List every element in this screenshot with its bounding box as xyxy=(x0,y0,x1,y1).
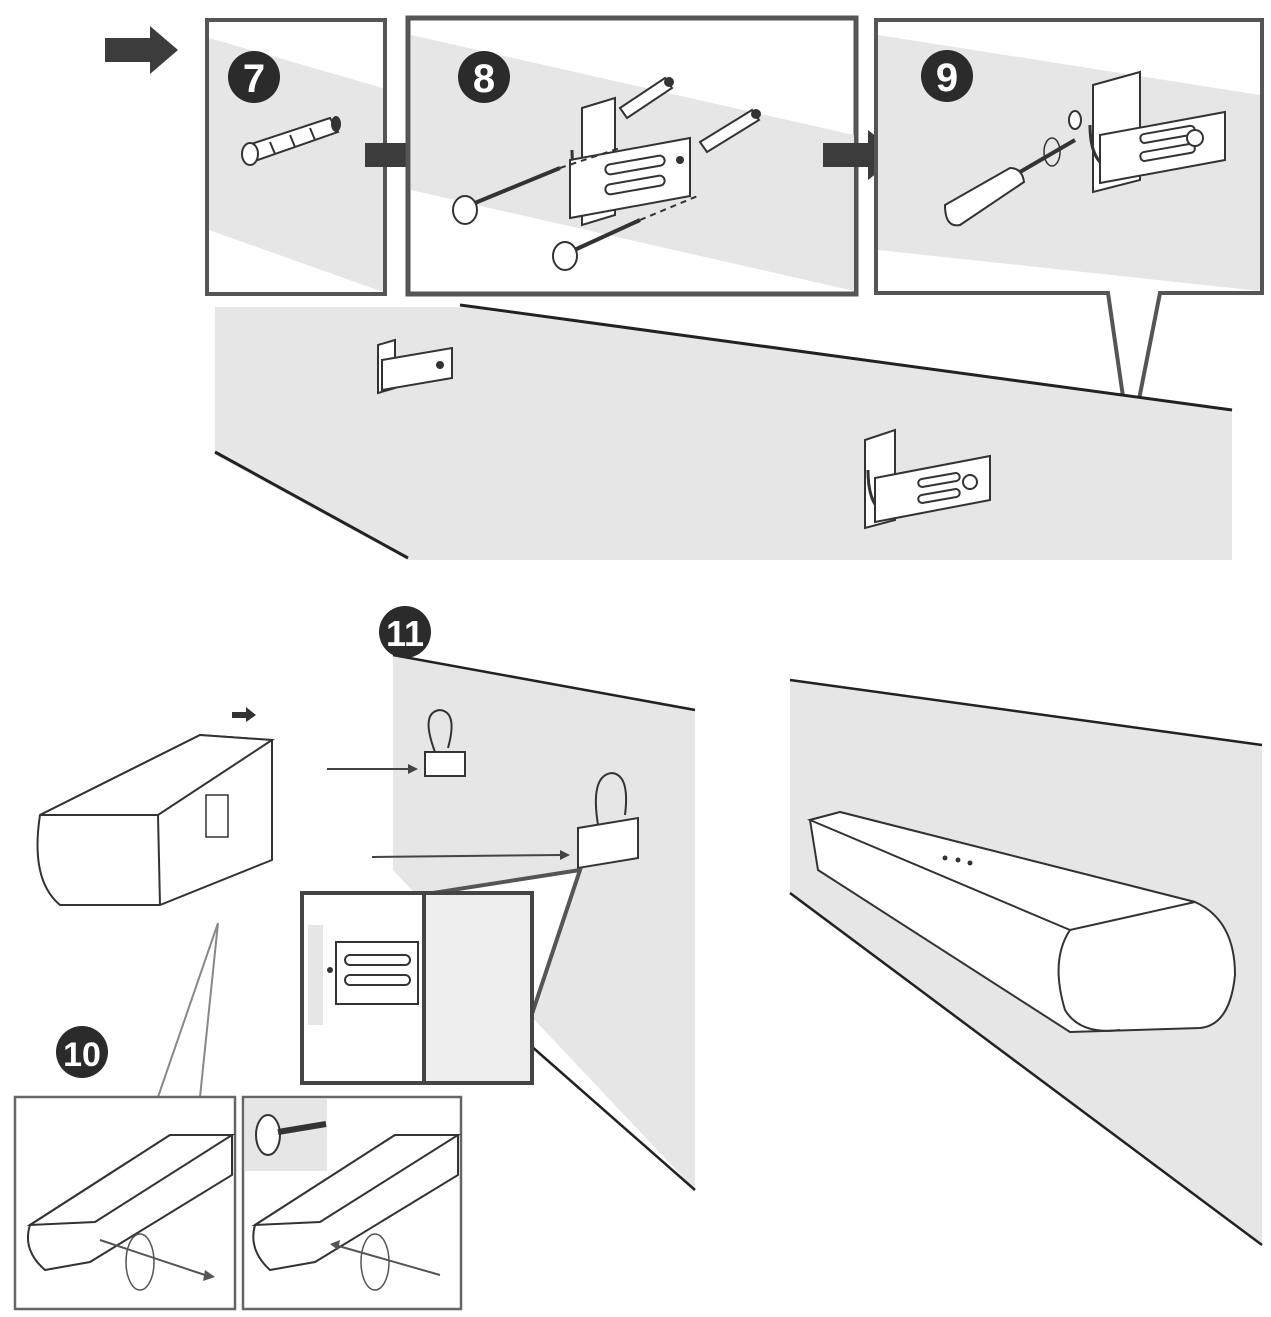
panel-step-8: 8 xyxy=(405,15,859,297)
rotate-arrow-icon xyxy=(99,1233,215,1291)
panel-step-9: 9 xyxy=(874,18,1264,446)
mounting-bracket-icon xyxy=(864,428,991,530)
step-number-7: 7 xyxy=(243,57,265,101)
wall-anchor-icon xyxy=(618,76,761,154)
screwdriver-icon xyxy=(943,137,1077,227)
rotate-arrow-icon xyxy=(330,1233,441,1291)
mounting-bracket-icon xyxy=(424,708,466,777)
callout-step-10 xyxy=(157,922,219,1098)
detail-inset xyxy=(300,867,583,1086)
soundbar-icon xyxy=(26,1134,236,1272)
guide-arrow xyxy=(327,764,570,860)
soundbar-icon xyxy=(36,707,276,906)
step-badge-10: 10 xyxy=(56,1026,108,1078)
wall-anchor-icon xyxy=(241,116,341,166)
step-badge-7: 7 xyxy=(228,51,280,103)
step-number-11: 11 xyxy=(386,613,424,654)
mounting-bracket-icon xyxy=(569,96,691,227)
mounting-bracket-icon xyxy=(377,338,453,395)
soundbar-mounted-icon xyxy=(806,810,1237,1034)
soundbar-icon xyxy=(251,1134,462,1272)
step-badge-11: 11 xyxy=(379,606,431,658)
wall-installed-brackets xyxy=(214,303,1233,560)
step-badge-9: 9 xyxy=(921,50,973,102)
step-number-8: 8 xyxy=(473,57,495,101)
step-number-10: 10 xyxy=(63,1036,101,1074)
step-number-9: 9 xyxy=(936,56,958,100)
panel-step-10b xyxy=(241,1095,463,1311)
mounting-bracket-icon xyxy=(577,771,639,870)
step-badge-8: 8 xyxy=(458,51,510,103)
screw-icon xyxy=(452,147,701,271)
panel-step-10a xyxy=(13,1095,237,1311)
screw-icon xyxy=(255,1114,327,1156)
mounting-bracket-icon xyxy=(1068,70,1226,194)
lead-arrow xyxy=(105,26,178,74)
panel-step-7: 7 xyxy=(205,18,387,296)
